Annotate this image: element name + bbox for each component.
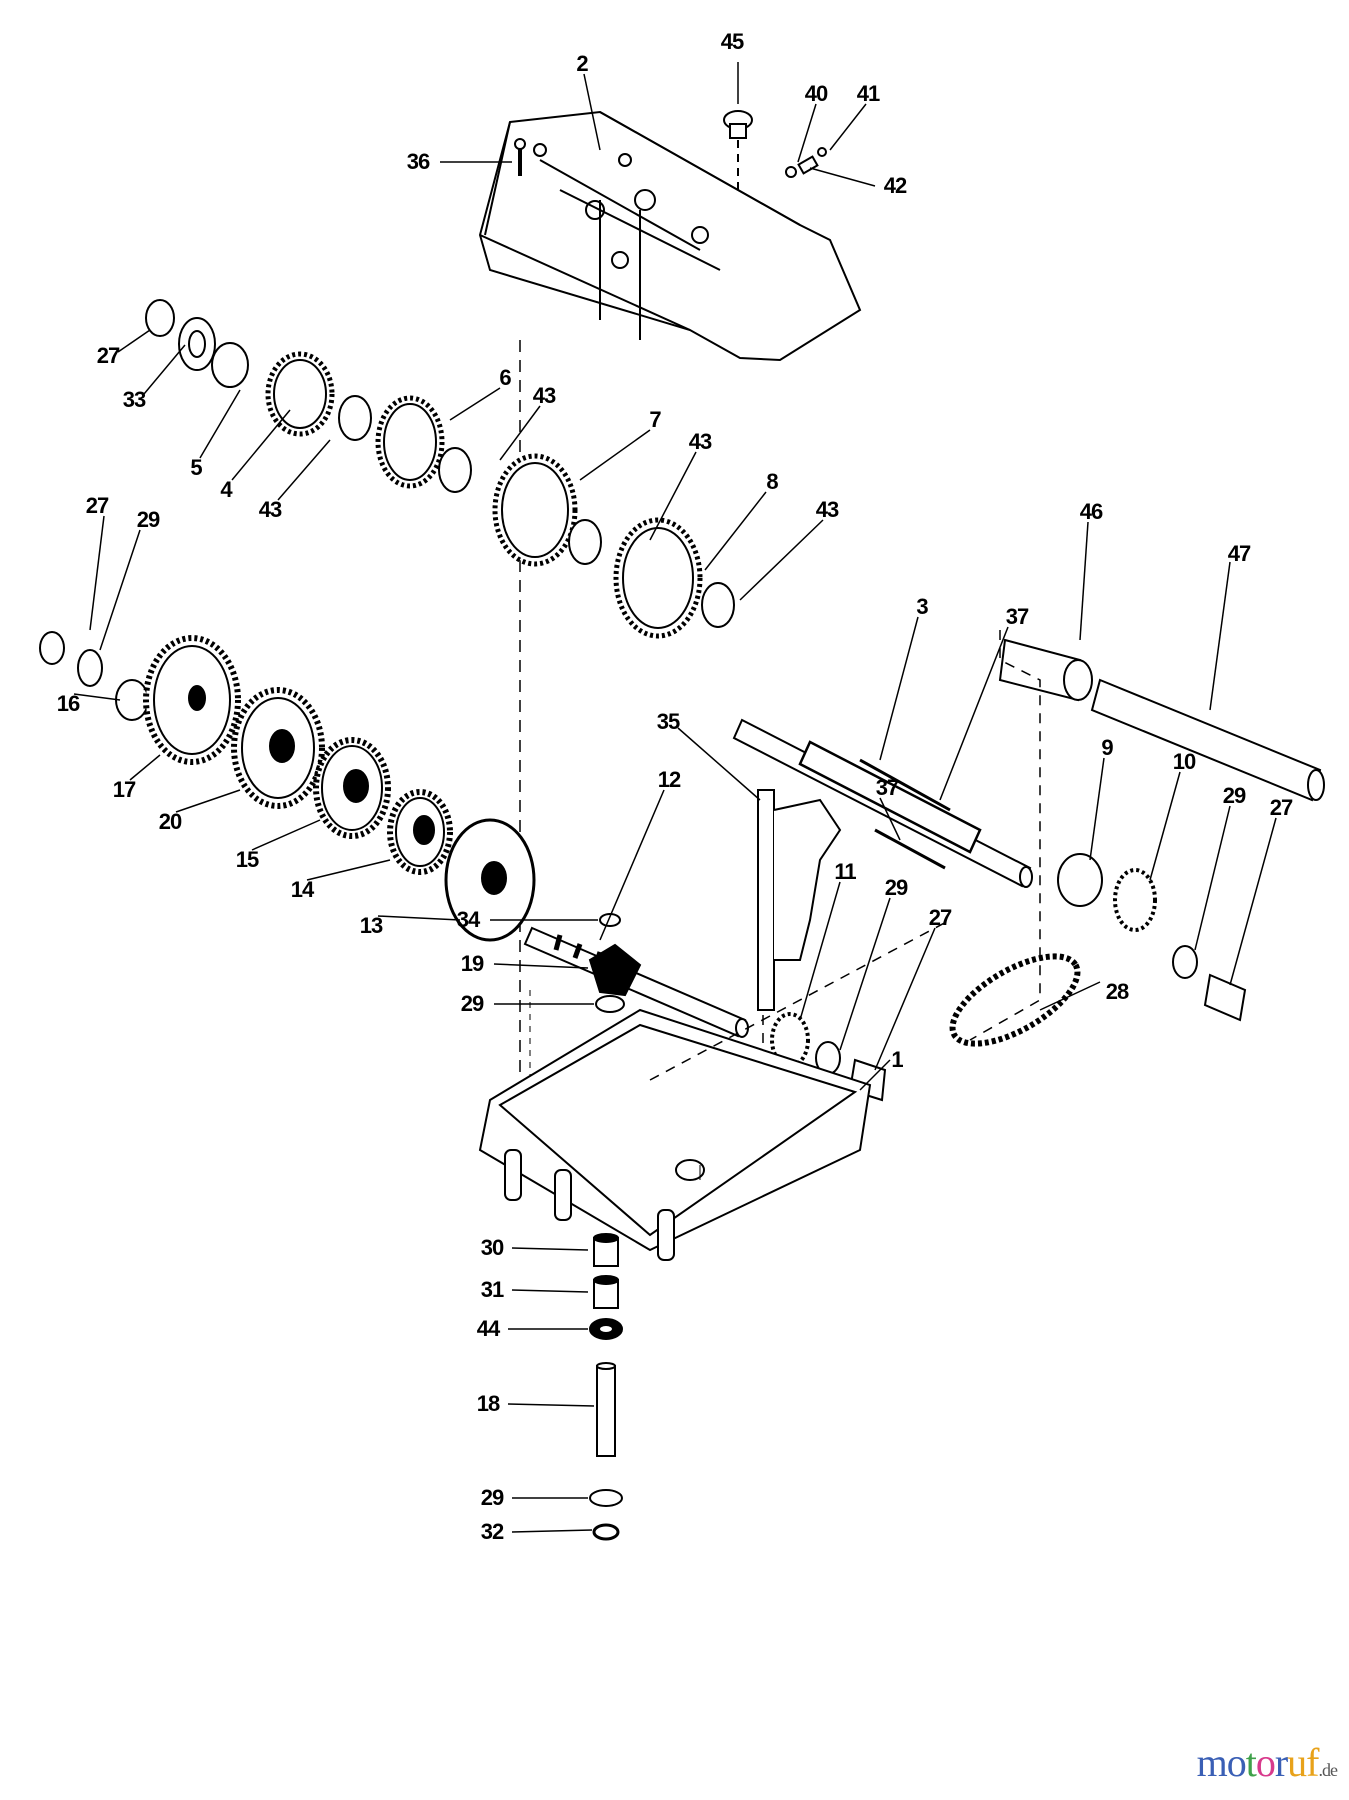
part-callout-32: 32 [480, 1519, 505, 1544]
watermark-suffix: .de [1318, 1760, 1338, 1780]
part-callout-47: 47 [1227, 541, 1252, 566]
part-callout-43: 43 [532, 383, 557, 408]
part-callout-46: 46 [1079, 499, 1104, 524]
watermark-letter: f [1306, 1740, 1319, 1785]
part-callout-27: 27 [1269, 795, 1294, 820]
part-callout-28: 28 [1105, 979, 1130, 1004]
part-callout-42: 42 [883, 173, 908, 198]
part-callout-4: 4 [220, 477, 232, 502]
watermark-letter: t [1245, 1740, 1257, 1785]
part-callout-45: 45 [720, 29, 745, 54]
watermark-letter: o [1226, 1740, 1247, 1785]
part-callout-27: 27 [928, 905, 953, 930]
part-callout-35: 35 [656, 709, 681, 734]
gear-stack-lower [39, 631, 536, 942]
watermark-letter: r [1274, 1740, 1288, 1785]
part-callout-29: 29 [1222, 783, 1247, 808]
part-callout-10: 10 [1172, 749, 1197, 774]
watermark-letter: o [1255, 1740, 1276, 1785]
watermark-letter: m [1196, 1740, 1228, 1785]
part-callout-7: 7 [649, 407, 661, 432]
part-callout-1: 1 [891, 1047, 903, 1072]
part-callout-8: 8 [766, 469, 778, 494]
part-callout-33: 33 [122, 387, 147, 412]
part-callout-43: 43 [688, 429, 713, 454]
part-callout-29: 29 [480, 1485, 505, 1510]
part-callout-29: 29 [884, 875, 909, 900]
leader-lines [73, 73, 1277, 1533]
part-callout-27: 27 [85, 493, 110, 518]
part-callout-34: 34 [456, 907, 481, 932]
part-callout-16: 16 [56, 691, 81, 716]
part-callout-11: 11 [834, 859, 856, 884]
part-callout-5: 5 [190, 455, 202, 480]
part-callout-14: 14 [290, 877, 315, 902]
part-callout-17: 17 [112, 777, 137, 802]
part-callout-20: 20 [158, 809, 183, 834]
part-callout-6: 6 [499, 365, 511, 390]
bolt-icon [514, 138, 526, 176]
part-callout-36: 36 [406, 149, 431, 174]
detent-spring-icon [785, 147, 827, 178]
part-callout-30: 30 [480, 1235, 505, 1260]
part-callout-9: 9 [1101, 735, 1113, 760]
part-callout-3: 3 [916, 594, 928, 619]
part-callout-18: 18 [476, 1391, 501, 1416]
axle-shaft-47 [1090, 678, 1325, 802]
top-cover-housing [478, 110, 862, 362]
part-callout-12: 12 [657, 767, 682, 792]
part-callout-40: 40 [804, 81, 829, 106]
part-callout-15: 15 [235, 847, 260, 872]
shift-fork-35 [757, 789, 842, 1011]
part-callout-41: 41 [856, 81, 881, 106]
watermark-letter: u [1287, 1740, 1307, 1785]
part-callout-29: 29 [136, 507, 161, 532]
plug-icon [723, 110, 753, 139]
part-callout-29: 29 [460, 991, 485, 1016]
part-callout-2: 2 [576, 51, 588, 76]
watermark-logo: motoruf.de [1196, 1739, 1338, 1786]
part-callout-43: 43 [258, 497, 283, 522]
bottom-housing [478, 1008, 872, 1261]
part-callout-43: 43 [815, 497, 840, 522]
gear-stack-upper [145, 299, 735, 639]
part-callout-19: 19 [460, 951, 485, 976]
part-callout-37: 37 [1005, 604, 1030, 629]
part-callout-13: 13 [359, 913, 384, 938]
part-callout-37: 37 [875, 775, 900, 800]
part-callout-27: 27 [96, 343, 121, 368]
coupling-46 [998, 638, 1093, 702]
part-callout-31: 31 [480, 1277, 505, 1302]
part-callout-44: 44 [476, 1316, 501, 1341]
